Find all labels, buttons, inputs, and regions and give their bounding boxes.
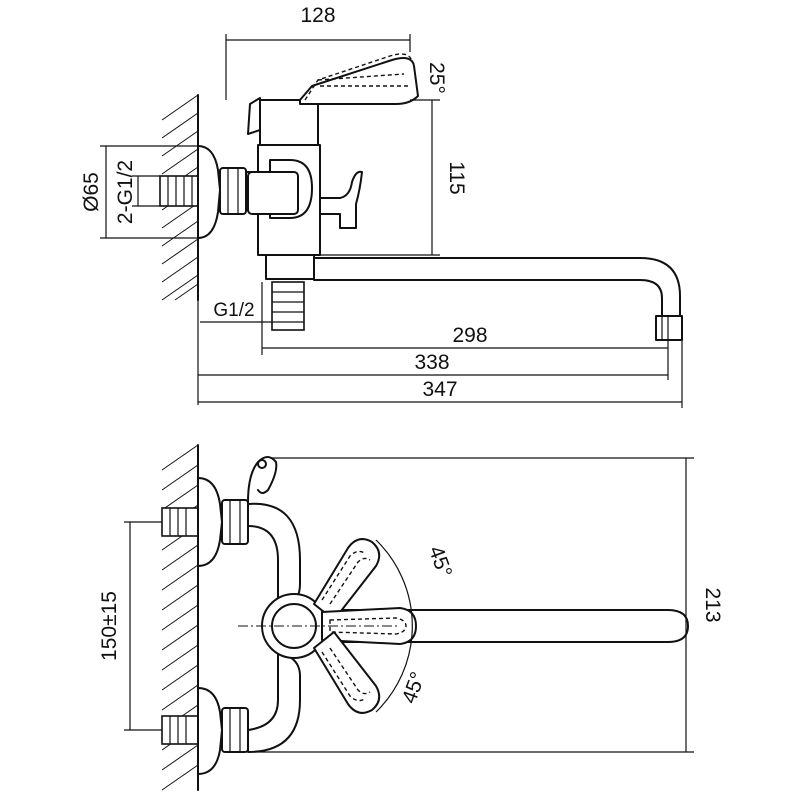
front-wall-hatching	[161, 444, 199, 791]
side-diverter-cap	[247, 171, 299, 215]
dim-inlet-spacing: 150±15	[98, 591, 121, 661]
side-wall-flange	[197, 145, 221, 239]
side-diverter-handle	[319, 170, 363, 229]
front-lower-inlet-thread	[161, 715, 199, 745]
side-body-base	[265, 254, 315, 280]
front-lever-angle-arc	[375, 539, 413, 713]
front-dimension-lines	[124, 457, 694, 753]
dim-top-width: 128	[300, 4, 335, 27]
front-shower-hook	[247, 456, 278, 503]
side-aerator	[655, 315, 683, 341]
side-spout	[313, 257, 681, 317]
front-upper-inlet-thread	[161, 507, 199, 537]
front-upper-nut	[221, 499, 249, 545]
side-dimension-lines	[100, 34, 683, 408]
dim-flange-diameter: Ø65	[80, 172, 103, 212]
side-lever-back	[247, 97, 261, 135]
dim-total-height: 213	[701, 587, 724, 622]
side-outlet-thread	[271, 281, 305, 331]
front-view: 150±15 45° 45° 213	[98, 444, 724, 791]
front-valve-body	[247, 502, 301, 753]
front-lower-flange	[197, 687, 223, 775]
dim-lever-angle-upper: 45°	[424, 543, 456, 581]
side-eccentric-nut	[219, 167, 247, 215]
dim-body-height: 115	[445, 161, 468, 194]
dim-inlet-thread: 2-G1/2	[114, 160, 137, 224]
side-view: 128 25° 115 Ø65 2-G1/2 G1/2 298 338 347	[80, 4, 683, 408]
side-lever-alt-position	[304, 53, 413, 101]
dim-overall-length: 347	[422, 378, 457, 401]
dim-reach-to-wall: 338	[414, 351, 449, 374]
dim-outlet-thread: G1/2	[213, 300, 254, 321]
side-lever-handle	[299, 57, 419, 105]
dim-spout-angle: 25°	[425, 62, 448, 94]
front-lower-nut	[221, 707, 249, 753]
dim-spout-reach: 298	[452, 324, 487, 347]
side-cartridge-housing	[259, 99, 319, 146]
front-upper-flange	[197, 477, 223, 567]
